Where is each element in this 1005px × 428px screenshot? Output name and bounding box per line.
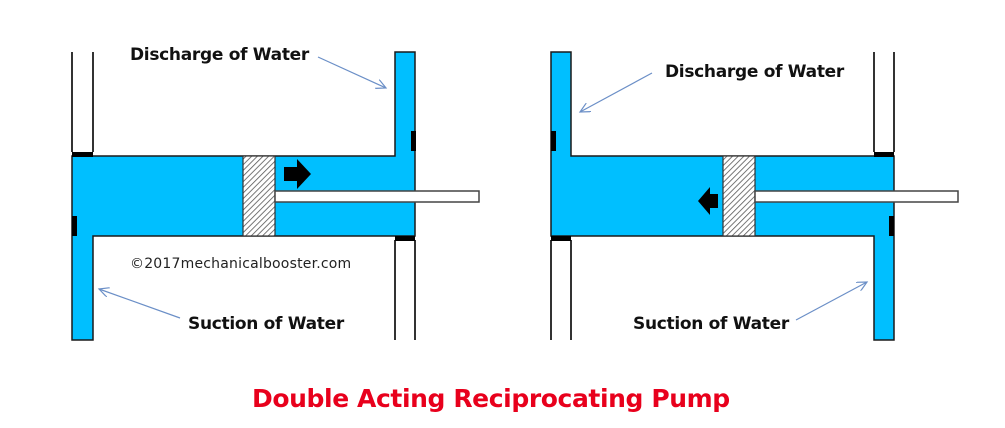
right-pump-valve-top-right-closed <box>874 152 894 157</box>
left-pump <box>71 51 480 341</box>
right-pump-piston-rod <box>754 190 959 203</box>
arrow-left-icon <box>698 187 718 215</box>
left-discharge-label: Discharge of Water <box>130 45 309 65</box>
right-pump-bottom-left-pipe <box>550 240 572 340</box>
arrow-right-icon <box>284 159 311 189</box>
right-discharge-pointer <box>580 72 653 112</box>
left-pump-valve-bottom-right-closed <box>395 236 415 241</box>
left-pump-valve-left-side <box>72 216 77 236</box>
left-suction-pointer <box>99 289 181 319</box>
right-pump-valve-top-left-side <box>551 131 556 151</box>
left-pump-valve-top-right-side <box>411 131 416 151</box>
right-pump-piston <box>722 155 756 237</box>
right-pump-valve-bottom-left-closed <box>551 236 571 241</box>
left-pump-piston <box>242 155 276 237</box>
left-pump-piston-rod <box>274 190 480 203</box>
diagram-title: Double Acting Reciprocating Pump <box>252 384 730 413</box>
left-pump-top-left-pipe <box>71 52 94 152</box>
left-suction-label: Suction of Water <box>188 314 344 334</box>
left-pump-bottom-right-pipe <box>394 240 416 340</box>
right-suction-label: Suction of Water <box>633 314 789 334</box>
left-discharge-pointer <box>317 56 386 88</box>
left-pump-valve-top-left-closed <box>72 152 93 157</box>
right-discharge-label: Discharge of Water <box>665 62 844 82</box>
right-suction-pointer <box>795 282 867 321</box>
right-pump-top-right-pipe <box>873 52 895 152</box>
watermark: ©2017mechanicalbooster.com <box>130 256 352 272</box>
right-pump-valve-right-side <box>889 216 894 236</box>
right-pump <box>550 51 959 341</box>
